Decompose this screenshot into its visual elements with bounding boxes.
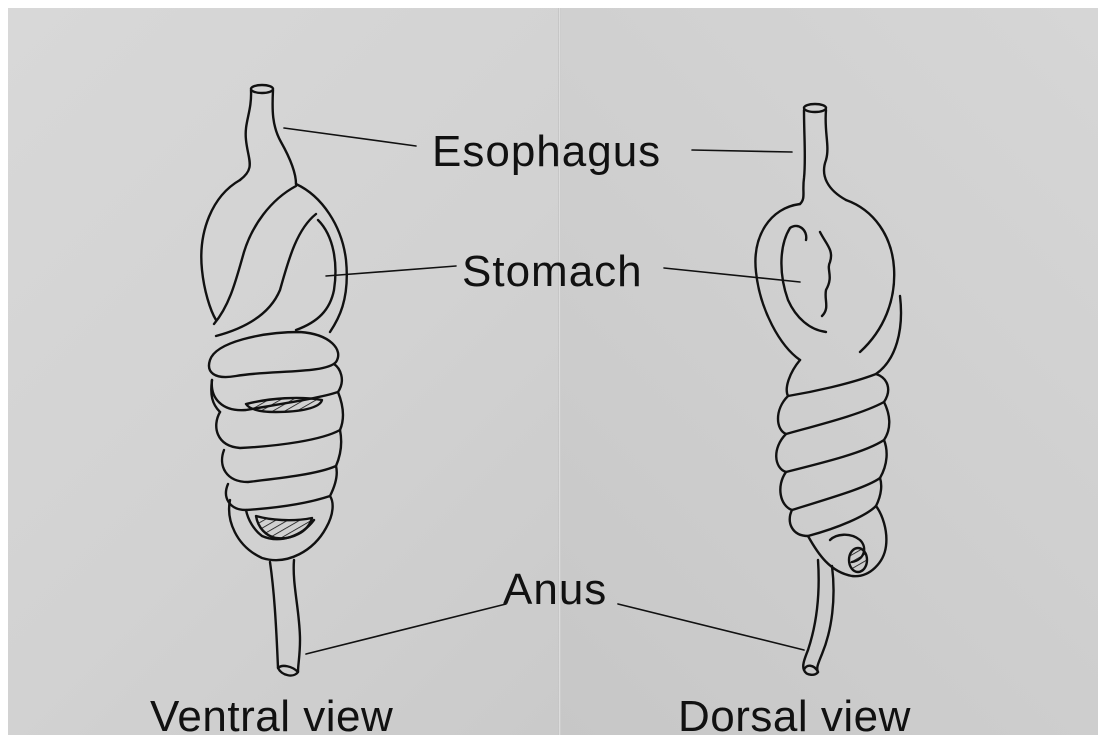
dorsal-esophagus (800, 110, 846, 204)
ventral-hatch-1 (246, 398, 322, 412)
caption-ventral-view: Ventral view (150, 695, 393, 739)
dorsal-coil-1 (787, 296, 901, 396)
ventral-esophagus-opening (251, 85, 273, 93)
ventral-coil-1 (209, 332, 338, 377)
dorsal-coil-3 (776, 402, 889, 472)
ventral-anus-opening (278, 666, 298, 676)
stomach-leader-right (664, 268, 800, 282)
dorsal-esophagus-opening (804, 104, 826, 112)
label-esophagus: Esophagus (432, 130, 661, 174)
ventral-hindgut (270, 560, 300, 672)
dorsal-coil-4 (780, 440, 886, 510)
ventral-stomach-fold-2 (216, 214, 316, 336)
ventral-coil-5 (226, 466, 337, 510)
label-anus: Anus (503, 568, 607, 612)
anus-leader-left (306, 604, 506, 654)
dorsal-hatch (849, 548, 867, 572)
ventral-stomach-fold-1 (214, 186, 296, 324)
anus-leader-right (618, 604, 804, 650)
ventral-tract (201, 85, 346, 675)
label-stomach: Stomach (462, 250, 643, 294)
ventral-hatch-2 (256, 516, 312, 538)
dorsal-coil-2 (778, 374, 888, 434)
ventral-coil-4 (222, 430, 341, 482)
esophagus-leader-left (284, 128, 416, 146)
dorsal-hindgut (803, 560, 833, 672)
dorsal-stomach-inner (781, 226, 831, 332)
esophagus-leader-right (692, 150, 792, 152)
ventral-esophagus (240, 90, 296, 184)
dorsal-anus-opening (804, 666, 818, 675)
dorsal-tract (755, 104, 901, 675)
dorsal-bottom-lobe (808, 506, 886, 576)
caption-dorsal-view: Dorsal view (678, 695, 911, 739)
